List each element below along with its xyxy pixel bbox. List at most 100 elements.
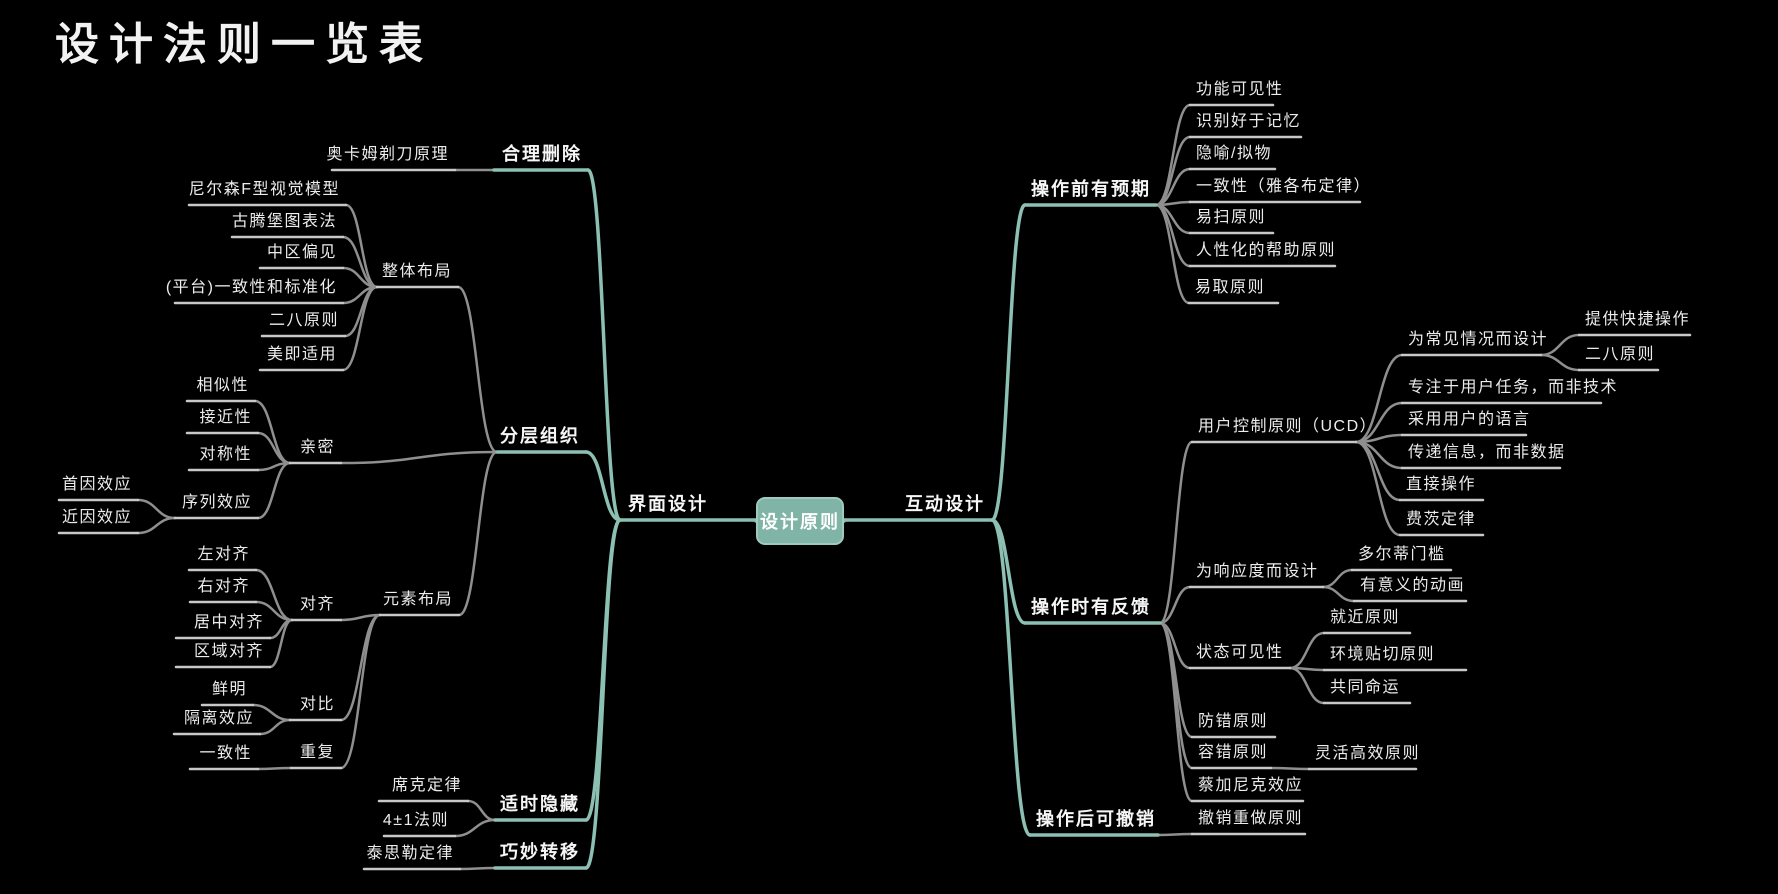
connector-ucd [1158,440,1194,625]
node-zhengtibuju[interactable]: 整体布局 [381,263,452,280]
central-topic-label: 设计原则 [760,512,840,532]
node-youyiyi[interactable]: 有意义的动画 [1360,577,1466,594]
node-feici[interactable]: 费茨定律 [1406,511,1477,528]
connector-quyu [268,618,294,669]
node-caozuoqian[interactable]: 操作前有预期 [1031,179,1151,199]
connector-fa41 [453,818,497,838]
node-quyu[interactable]: 区域对齐 [193,643,264,660]
node-zhijie[interactable]: 直接操作 [1406,476,1477,493]
connector-meiji [341,285,379,372]
connector-zhengtibuju [456,285,499,454]
connector-jinyin [136,516,177,535]
node-duoerdi[interactable]: 多尔蒂门槛 [1358,546,1446,563]
node-shibie[interactable]: 识别好于记忆 [1196,113,1302,130]
node-qiaomiao[interactable]: 巧妙转移 [500,842,580,862]
node-huanjing[interactable]: 环境贴切原则 [1330,646,1436,663]
connector-linghuo [1269,766,1311,771]
node-aokamu[interactable]: 奥卡姆剃刀原理 [326,146,449,163]
node-chexiao[interactable]: 撤销重做原则 [1198,810,1304,827]
connector-geli [258,718,292,736]
connector-xulie [256,461,292,520]
node-fenceng[interactable]: 分层组织 [500,426,580,446]
node-jinyin[interactable]: 近因效应 [61,509,132,526]
connector-xike [466,799,497,822]
connector-yizhi1 [256,766,293,771]
node-jiejin[interactable]: 接近性 [199,409,252,426]
node-duibi[interactable]: 对比 [299,696,335,713]
connector-yuansubuju [457,450,499,617]
node-juzhong[interactable]: 居中对齐 [193,614,264,631]
node-yizhi1[interactable]: 一致性 [199,745,252,762]
node-xulie[interactable]: 序列效应 [181,494,252,511]
node-xiangyingdu[interactable]: 为响应度而设计 [1196,563,1319,580]
node-helishanchu[interactable]: 合理删除 [502,144,582,164]
connector-jiujin [1288,631,1326,670]
connector-fenceng [584,450,622,522]
node-jiujin[interactable]: 就近原则 [1330,609,1401,626]
node-xiangsi[interactable]: 相似性 [196,377,249,394]
node-yiqu[interactable]: 易取原则 [1195,279,1266,296]
node-fangcuo[interactable]: 防错原则 [1198,713,1269,730]
connector-xiangyingdu [1158,585,1192,625]
connector-nielsen [344,203,379,289]
node-caiyong[interactable]: 采用用户的语言 [1408,411,1531,428]
node-shouyin[interactable]: 首因效应 [61,476,132,493]
node-changjian[interactable]: 为常见情况而设计 [1408,331,1549,348]
node-caozuohou[interactable]: 操作后可撤销 [1036,809,1156,829]
node-chongfu[interactable]: 重复 [299,744,335,761]
node-erba1[interactable]: 二八原则 [268,312,339,329]
node-youduiqi[interactable]: 右对齐 [197,578,250,595]
node-duiqi[interactable]: 对齐 [299,596,335,613]
node-linghuo[interactable]: 灵活高效原则 [1315,745,1421,762]
connector-helishanchu [586,168,622,522]
connector-youyiyi [1321,585,1356,603]
central-topic[interactable]: 设计原则 [756,497,844,545]
connector-gongneng [1154,103,1192,207]
node-fa41[interactable]: 4±1法则 [382,812,449,829]
node-geli[interactable]: 隔离效应 [183,710,254,727]
connector-duoerdi [1321,568,1354,589]
node-renxinghua[interactable]: 人性化的帮助原则 [1196,242,1337,259]
connector-chexiao [1156,832,1194,837]
connector-caozuoqian [990,203,1027,522]
node-qinmi[interactable]: 亲密 [299,439,335,456]
node-gongtong[interactable]: 共同命运 [1330,679,1401,696]
connector-caozuohou [990,518,1032,837]
node-zhuanzhu[interactable]: 专注于用户任务，而非技术 [1408,379,1619,396]
node-yisao[interactable]: 易扫原则 [1196,209,1267,226]
node-gongneng[interactable]: 功能可见性 [1196,81,1284,98]
node-caozuoshi[interactable]: 操作时有反馈 [1031,597,1151,617]
node-zhuangtai[interactable]: 状态可见性 [1196,644,1284,661]
node-rongcuo[interactable]: 容错原则 [1198,744,1269,761]
node-erba2[interactable]: 二八原则 [1585,346,1656,363]
node-meiji[interactable]: 美即适用 [266,346,337,363]
connector-yiqu [1154,203,1191,305]
node-ucd[interactable]: 用户控制原则（UCD） [1198,418,1378,435]
node-hudong[interactable]: 互动设计 [905,494,985,514]
node-yinyu[interactable]: 隐喻/拟物 [1196,145,1272,162]
node-xianming[interactable]: 鲜明 [211,681,247,698]
connector-feici [1354,440,1402,537]
node-duichen[interactable]: 对称性 [199,446,252,463]
node-taisile[interactable]: 泰思勒定律 [366,845,454,862]
node-nielsen[interactable]: 尼尔森F型视觉模型 [188,181,340,198]
node-zuoduiqi[interactable]: 左对齐 [197,546,250,563]
node-jiemian[interactable]: 界面设计 [628,494,708,514]
node-caijia[interactable]: 蔡加尼克效应 [1198,777,1304,794]
node-xike[interactable]: 席克定律 [391,777,462,794]
node-kuaijie[interactable]: 提供快捷操作 [1585,311,1691,328]
node-zhongqu[interactable]: 中区偏见 [266,244,337,261]
connector-changjian [1354,353,1404,444]
connector-chongfu [339,613,382,770]
node-gutenberg[interactable]: 古腾堡图表法 [231,213,337,230]
node-shishiyincang[interactable]: 适时隐藏 [500,794,580,814]
node-pingtai[interactable]: (平台)一致性和标准化 [165,279,337,296]
node-yizhi2[interactable]: 一致性（雅各布定律） [1196,178,1372,195]
connector-duibi [339,613,382,722]
connector-qinmi [339,450,499,465]
connector-caijia [1158,621,1194,803]
page-title: 设计法则一览表 [55,20,433,69]
node-chuandi[interactable]: 传递信息，而非数据 [1408,444,1566,461]
node-yuansubuju[interactable]: 元素布局 [382,591,453,608]
